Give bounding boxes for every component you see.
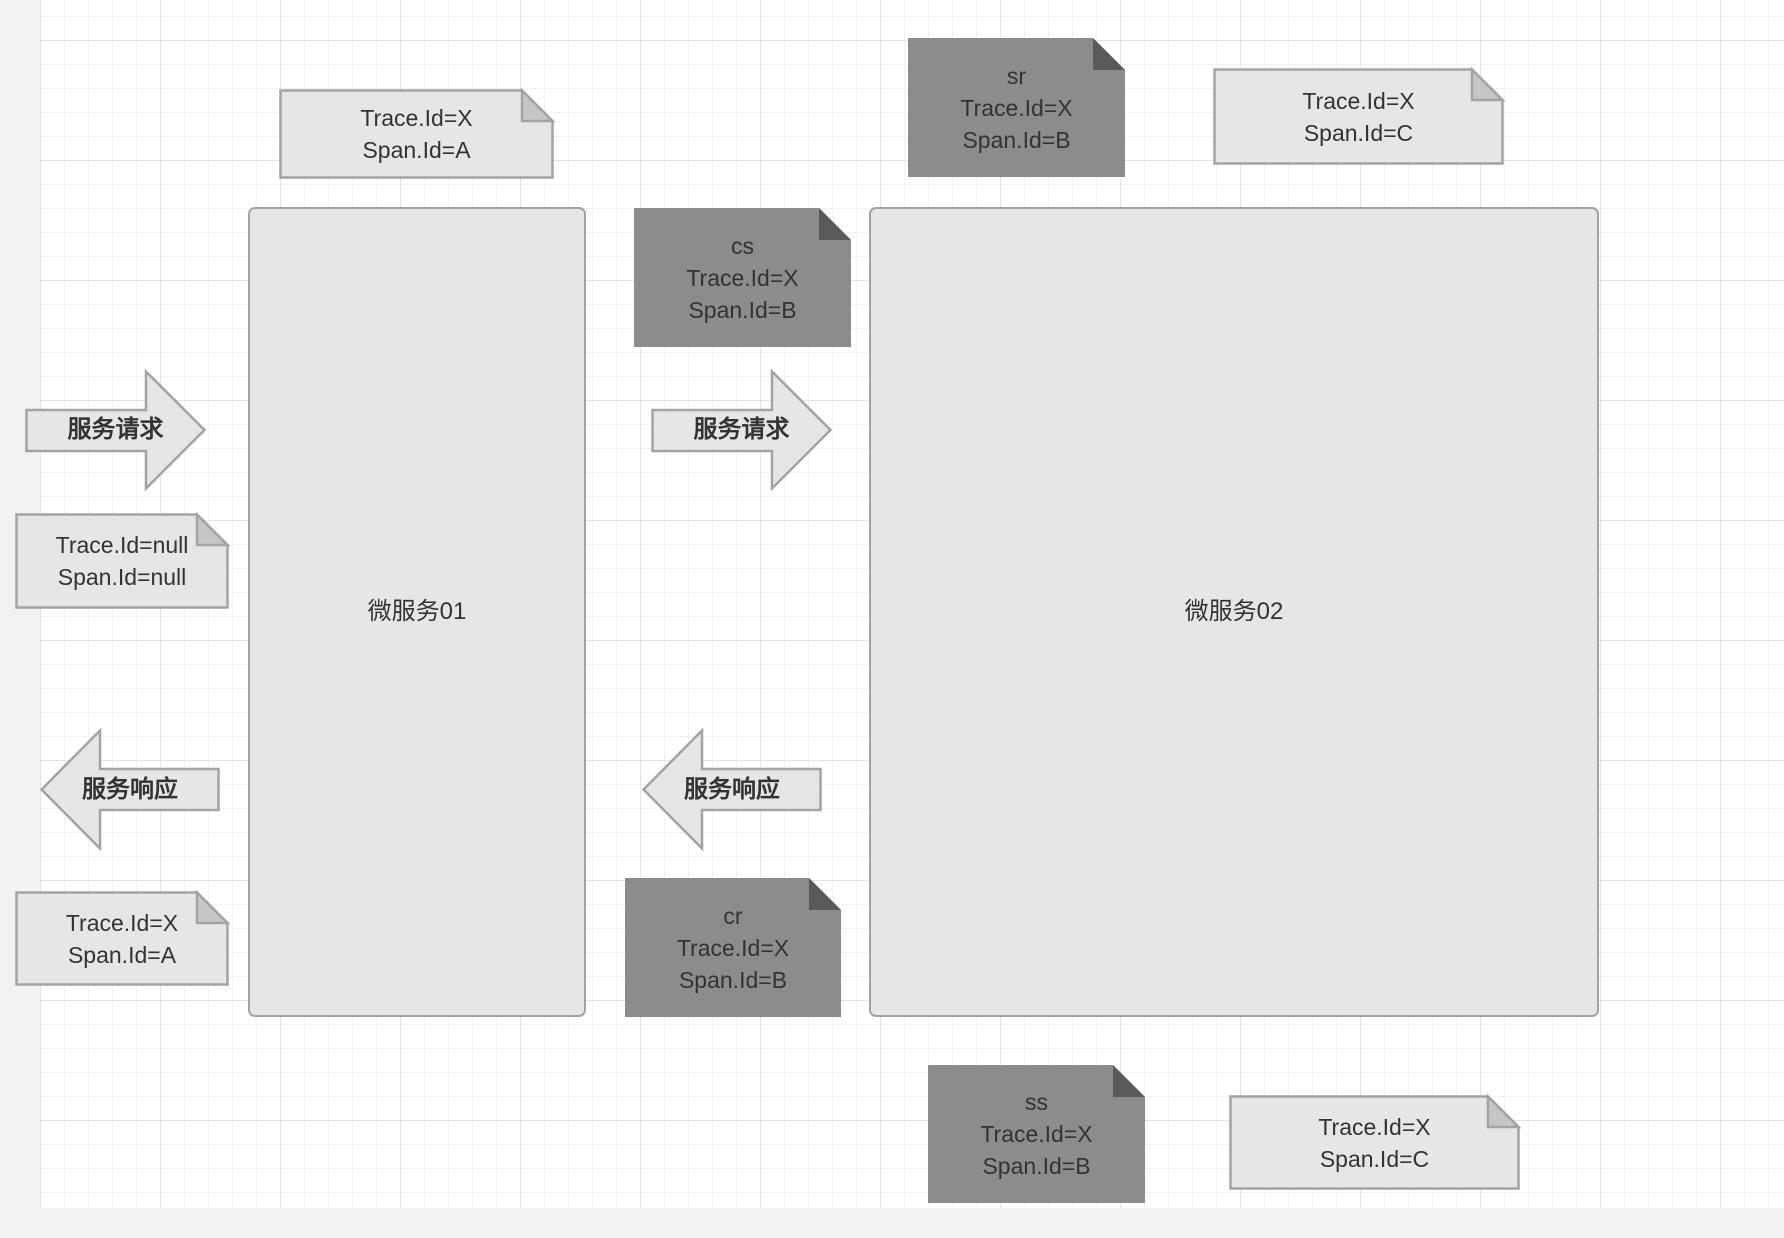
note-line-trace: Trace.Id=null bbox=[55, 532, 189, 558]
note-outgoing-response[interactable]: Trace.Id=X Span.Id=A bbox=[15, 889, 231, 986]
arrow-label: 服务请求 bbox=[693, 416, 790, 443]
note-line-span: Span.Id=null bbox=[57, 564, 187, 590]
note-line-span: Span.Id=B bbox=[962, 126, 1071, 153]
note-line-span: Span.Id=A bbox=[67, 941, 177, 968]
note-line-trace: Trace.Id=X bbox=[686, 264, 799, 291]
note-shape bbox=[908, 38, 1125, 177]
note-server-send[interactable]: ss Trace.Id=X Span.Id=B bbox=[928, 1065, 1145, 1203]
note-text: Trace.Id=null Span.Id=null bbox=[15, 513, 229, 609]
note-client-receive[interactable]: cr Trace.Id=X Span.Id=B bbox=[625, 878, 841, 1017]
note-shape bbox=[15, 889, 231, 986]
note-line-trace: Trace.Id=X bbox=[960, 94, 1073, 121]
note-line-event: cr bbox=[723, 902, 743, 929]
note-line-span: Span.Id=B bbox=[688, 296, 797, 323]
note-line-trace: Trace.Id=X bbox=[360, 105, 473, 131]
arrow-label: 服务响应 bbox=[82, 775, 178, 803]
note-line-trace: Trace.Id=X bbox=[65, 909, 179, 936]
note-shape bbox=[279, 87, 556, 179]
note-shape bbox=[15, 511, 231, 609]
note-text: Trace.Id=X Span.Id=C bbox=[1213, 68, 1504, 165]
arrow-left-icon bbox=[39, 727, 220, 852]
note-shape bbox=[625, 878, 841, 1017]
note-ms01-span[interactable]: Trace.Id=X Span.Id=A bbox=[279, 87, 556, 179]
service-01-label: 微服务01 bbox=[367, 598, 467, 625]
note-text: Trace.Id=X Span.Id=A bbox=[279, 89, 554, 179]
service-box-01[interactable]: 微服务01 bbox=[248, 207, 586, 1017]
note-server-receive[interactable]: sr Trace.Id=X Span.Id=B bbox=[908, 38, 1125, 177]
note-text: sr Trace.Id=X Span.Id=B bbox=[908, 38, 1125, 177]
note-text: cr Trace.Id=X Span.Id=B bbox=[625, 878, 841, 1017]
note-ms02-span-top[interactable]: Trace.Id=X Span.Id=C bbox=[1213, 66, 1506, 165]
arrow-response-outgoing[interactable]: 服务响应 bbox=[39, 727, 220, 852]
note-client-send[interactable]: cs Trace.Id=X Span.Id=B bbox=[634, 208, 851, 347]
note-incoming-request[interactable]: Trace.Id=null Span.Id=null bbox=[15, 511, 231, 609]
note-line-span: Span.Id=A bbox=[362, 137, 471, 163]
note-text: cs Trace.Id=X Span.Id=B bbox=[634, 208, 851, 347]
note-text: Trace.Id=X Span.Id=A bbox=[15, 891, 229, 986]
arrow-label: 服务请求 bbox=[67, 416, 164, 443]
note-line-span: Span.Id=B bbox=[678, 966, 788, 993]
arrow-response-incoming[interactable]: 服务响应 bbox=[641, 727, 822, 852]
arrow-request-incoming[interactable]: 服务请求 bbox=[25, 368, 207, 492]
note-shape bbox=[1229, 1093, 1522, 1190]
note-line-trace: Trace.Id=X bbox=[676, 934, 790, 961]
note-line-event: cs bbox=[731, 232, 754, 259]
note-line-span: Span.Id=C bbox=[1319, 1145, 1430, 1172]
note-shape bbox=[634, 208, 851, 347]
note-line-span: Span.Id=C bbox=[1303, 119, 1414, 146]
arrow-left-icon bbox=[641, 727, 822, 852]
service-box-02[interactable]: 微服务02 bbox=[869, 207, 1599, 1017]
note-line-span: Span.Id=B bbox=[982, 1153, 1091, 1179]
note-line-trace: Trace.Id=X bbox=[1302, 87, 1415, 114]
note-line-trace: Trace.Id=X bbox=[1318, 1113, 1431, 1140]
service-02-label: 微服务02 bbox=[1184, 598, 1284, 625]
note-line-trace: Trace.Id=X bbox=[980, 1121, 1093, 1147]
arrow-right-icon bbox=[651, 368, 833, 492]
note-ms02-span-bottom[interactable]: Trace.Id=X Span.Id=C bbox=[1229, 1093, 1522, 1190]
note-text: ss Trace.Id=X Span.Id=B bbox=[928, 1065, 1145, 1203]
arrow-right-icon bbox=[25, 368, 207, 492]
note-text: Trace.Id=X Span.Id=C bbox=[1229, 1095, 1520, 1190]
note-line-event: ss bbox=[1025, 1089, 1048, 1115]
arrow-label: 服务响应 bbox=[684, 775, 780, 803]
note-shape bbox=[1213, 66, 1506, 165]
note-shape bbox=[928, 1065, 1145, 1203]
arrow-request-outgoing[interactable]: 服务请求 bbox=[651, 368, 833, 492]
note-line-event: sr bbox=[1006, 62, 1027, 89]
